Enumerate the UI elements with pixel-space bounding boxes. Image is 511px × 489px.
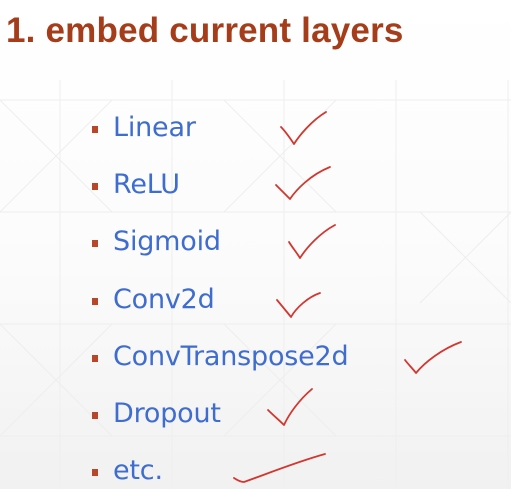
- item-label: etc.: [113, 455, 163, 486]
- bullet-icon: [92, 240, 98, 247]
- bullet-icon: [92, 126, 98, 133]
- bullet-icon: [92, 469, 98, 476]
- item-label: Linear: [113, 112, 196, 143]
- item-label: Conv2d: [113, 284, 215, 315]
- slide-title: 1. embed current layers: [6, 11, 404, 50]
- item-label: ReLU: [113, 169, 180, 200]
- item-label: Sigmoid: [113, 226, 221, 257]
- item-label: Dropout: [113, 398, 221, 429]
- bullet-icon: [92, 412, 98, 419]
- bullet-icon: [92, 298, 98, 305]
- item-label: ConvTranspose2d: [113, 341, 349, 372]
- bullet-icon: [92, 183, 98, 190]
- bullet-icon: [92, 355, 98, 362]
